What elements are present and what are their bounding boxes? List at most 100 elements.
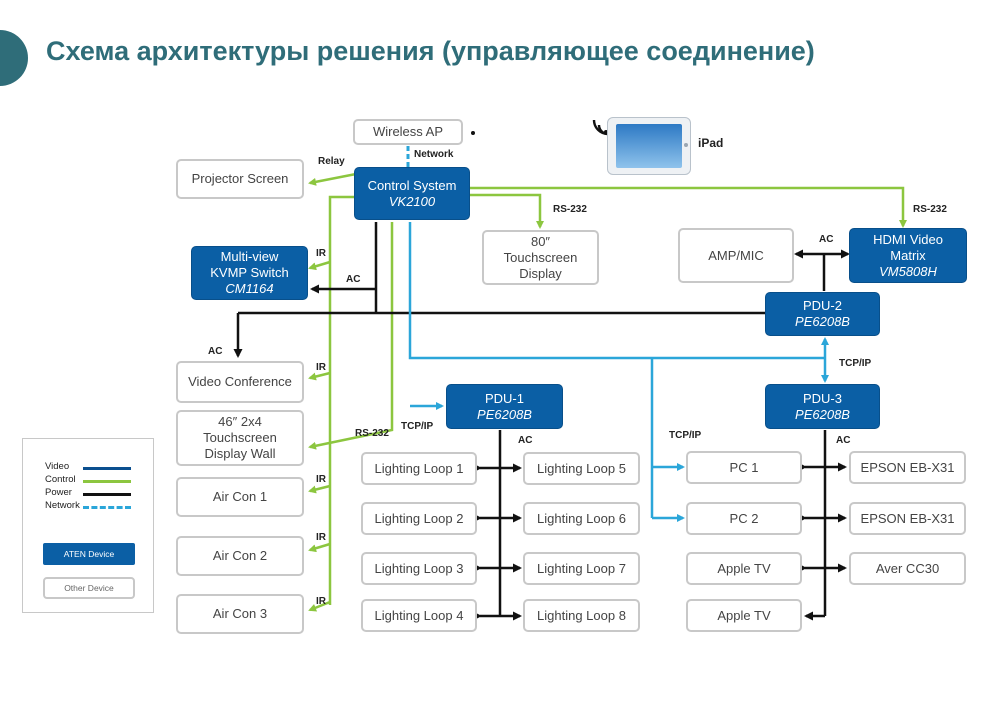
legend-video-label: Video xyxy=(45,461,70,472)
label-ac-kvmp: AC xyxy=(346,274,361,285)
epson-1-node: EPSON EB-X31 xyxy=(849,451,966,484)
pc-1-node: PC 1 xyxy=(686,451,802,484)
touchscreen-80-node: 80″ Touchscreen Display xyxy=(482,230,599,285)
control-ir-ac1 xyxy=(308,484,331,494)
pdu3-model: PE6208B xyxy=(795,406,850,422)
amp-mic-node: AMP/MIC xyxy=(678,228,794,283)
touchscreen-80-line2: Touchscreen xyxy=(503,249,578,265)
air-con-1-node: Air Con 1 xyxy=(176,477,304,517)
lighting-loop-5-node: Lighting Loop 5 xyxy=(523,452,640,485)
projector-screen-label: Projector Screen xyxy=(191,171,289,186)
label-ac-pdu1: AC xyxy=(518,435,533,446)
display-wall-line1: 46″ 2x4 xyxy=(218,414,262,429)
kvmp-switch-line1: Multi-view xyxy=(220,249,279,264)
legend-video-line xyxy=(83,467,131,470)
air-con-1-label: Air Con 1 xyxy=(212,489,268,504)
lighting-loop-2-node: Lighting Loop 2 xyxy=(361,502,477,535)
pc-2-label: PC 2 xyxy=(729,510,759,526)
label-ac-amp: AC xyxy=(819,234,834,245)
control-line-matrix xyxy=(470,186,907,228)
lighting-loop-3-label: Lighting Loop 3 xyxy=(374,560,464,576)
air-con-2-node: Air Con 2 xyxy=(176,536,304,576)
lighting-loop-7-node: Lighting Loop 7 xyxy=(523,552,640,585)
pdu3-name: PDU-3 xyxy=(802,390,842,406)
label-relay: Relay xyxy=(318,156,345,167)
kvmp-switch-node: Multi-view KVMP Switch CM1164 xyxy=(191,246,308,300)
legend-power-label: Power xyxy=(45,487,72,498)
control-line-touch xyxy=(470,193,544,229)
lighting-loop-1-node: Lighting Loop 1 xyxy=(361,452,477,485)
display-wall-line2: Touchscreen xyxy=(203,430,277,445)
control-rs232-wall xyxy=(308,222,394,450)
epson-2-label: EPSON EB-X31 xyxy=(860,510,955,526)
lighting-loop-6-label: Lighting Loop 6 xyxy=(537,510,626,526)
label-tcpip-pdu3: TCP/IP xyxy=(839,358,872,369)
legend-control-line xyxy=(83,480,131,483)
control-ir-ac2 xyxy=(308,542,331,553)
hdmi-matrix-node: HDMI Video Matrix VM5808H xyxy=(849,228,967,283)
label-ir-ac1: IR xyxy=(316,474,326,485)
lighting-loop-6-node: Lighting Loop 6 xyxy=(523,502,640,535)
lighting-loop-5-label: Lighting Loop 5 xyxy=(537,460,626,476)
hdmi-matrix-line1: HDMI Video xyxy=(873,231,943,247)
label-ir-ac3: IR xyxy=(316,596,326,607)
lighting-loop-8-node: Lighting Loop 8 xyxy=(523,599,640,632)
control-system-model: VK2100 xyxy=(388,193,436,209)
apple-tv-2-node: Apple TV xyxy=(686,599,802,632)
label-ir-vc: IR xyxy=(316,362,326,373)
pc-1-label: PC 1 xyxy=(729,459,759,475)
control-ir-kvmp xyxy=(308,260,331,271)
hdmi-matrix-model: VM5808H xyxy=(879,263,937,279)
legend-aten-device: ATEN Device xyxy=(43,543,135,565)
apple-tv-1-node: Apple TV xyxy=(686,552,802,585)
apple-tv-2-label: Apple TV xyxy=(717,607,771,623)
label-rs232-matrix: RS-232 xyxy=(913,204,947,215)
control-system-name: Control System xyxy=(367,177,457,193)
touchscreen-80-line3: Display xyxy=(519,265,562,281)
apple-tv-1-label: Apple TV xyxy=(717,560,771,576)
pdu2-name: PDU-2 xyxy=(802,298,842,313)
touchscreen-80-line1: 80″ xyxy=(530,233,551,249)
legend-control-label: Control xyxy=(45,474,76,485)
amp-mic-label: AMP/MIC xyxy=(708,247,764,263)
aver-label: Aver CC30 xyxy=(875,560,940,576)
label-ac-vc: AC xyxy=(208,346,223,357)
label-network: Network xyxy=(414,149,454,160)
label-tcpip-pc: TCP/IP xyxy=(669,430,702,441)
legend: Video Control Power Network ATEN Device … xyxy=(22,438,154,613)
legend-network-label: Network xyxy=(45,500,80,511)
air-con-3-label: Air Con 3 xyxy=(212,606,268,621)
air-con-3-node: Air Con 3 xyxy=(176,594,304,634)
wireless-ap-label: Wireless AP xyxy=(372,124,444,139)
network-line-main xyxy=(408,222,825,360)
aver-node: Aver CC30 xyxy=(849,552,966,585)
label-rs232-wall: RS-232 xyxy=(355,428,389,439)
pdu1-node: PDU-1 PE6208B xyxy=(446,384,563,429)
epson-1-label: EPSON EB-X31 xyxy=(860,459,955,475)
control-line-relay xyxy=(308,172,357,186)
lighting-loop-7-label: Lighting Loop 7 xyxy=(537,560,626,576)
lighting-loop-2-label: Lighting Loop 2 xyxy=(374,510,464,526)
pc-2-node: PC 2 xyxy=(686,502,802,535)
lighting-loop-3-node: Lighting Loop 3 xyxy=(361,552,477,585)
ipad-label: iPad xyxy=(698,136,724,150)
legend-power-line xyxy=(83,493,131,496)
epson-2-node: EPSON EB-X31 xyxy=(849,502,966,535)
label-rs232-touch: RS-232 xyxy=(553,204,587,215)
lighting-loop-4-node: Lighting Loop 4 xyxy=(361,599,477,632)
control-line-kvmp xyxy=(328,195,356,605)
hdmi-matrix-line2: Matrix xyxy=(890,247,926,263)
pdu2-node: PDU-2 PE6208B xyxy=(765,292,880,336)
label-tcpip-pdu1: TCP/IP xyxy=(401,421,434,432)
legend-other-device: Other Device xyxy=(43,577,135,599)
legend-network-line xyxy=(83,506,131,509)
pdu3-node: PDU-3 PE6208B xyxy=(765,384,880,429)
lighting-loop-1-label: Lighting Loop 1 xyxy=(374,460,464,476)
video-conference-node: Video Conference xyxy=(176,361,304,403)
air-con-2-label: Air Con 2 xyxy=(212,548,268,563)
label-ir-kvmp: IR xyxy=(316,248,326,259)
kvmp-switch-line2: KVMP Switch xyxy=(210,265,289,280)
wireless-ap-node: Wireless AP xyxy=(353,119,463,145)
lighting-loop-4-label: Lighting Loop 4 xyxy=(374,607,464,623)
label-ir-ac2: IR xyxy=(316,532,326,543)
